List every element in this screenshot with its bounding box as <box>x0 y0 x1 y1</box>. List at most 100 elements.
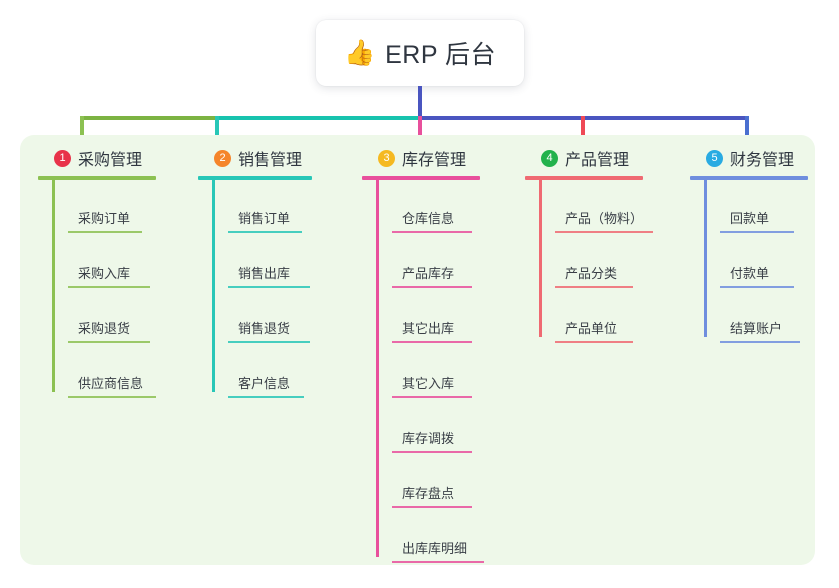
branch-items-4: 产品（物料） 产品分类产品单位 <box>539 180 675 345</box>
branch-item-underline <box>720 231 794 233</box>
branch-item[interactable]: 采购订单 <box>68 180 188 235</box>
branch-item-underline <box>228 231 302 233</box>
branch-item[interactable]: 其它出库 <box>392 290 512 345</box>
root-stem-connector <box>418 86 422 119</box>
branch-item-label: 库存调拨 <box>402 431 455 446</box>
branch-item-underline <box>392 341 472 343</box>
branch-item[interactable]: 付款单 <box>720 235 839 290</box>
branch-title-4: 产品管理 <box>565 152 630 169</box>
branch-item[interactable]: 供应商信息 <box>68 345 188 400</box>
branch-item-label: 采购入库 <box>78 266 131 281</box>
branch-spine-1 <box>52 180 55 392</box>
branch-item-label: 产品分类 <box>565 266 618 281</box>
branch-items-2: 销售订单销售出库销售退货客户信息 <box>212 180 348 400</box>
branch-item-label: 销售退货 <box>238 321 291 336</box>
branch-header-5[interactable]: 5 财务管理 <box>690 145 839 171</box>
branch-item-label: 产品（物料） <box>565 211 644 226</box>
branch-item-label: 供应商信息 <box>78 376 144 391</box>
branch-item[interactable]: 其它入库 <box>392 345 512 400</box>
branch-item-underline <box>392 451 472 453</box>
branch-item-underline <box>392 396 472 398</box>
branch-items-3: 仓库信息产品库存其它出库其它入库库存调拨库存盘点出库库明细 <box>376 180 512 565</box>
branch-item-label: 付款单 <box>730 266 770 281</box>
branch-item-label: 库存盘点 <box>402 486 455 501</box>
branch-item[interactable]: 产品库存 <box>392 235 512 290</box>
branch-item-label: 销售订单 <box>238 211 291 226</box>
branch-column-2[interactable]: 2 销售管理销售订单销售出库销售退货客户信息 <box>198 145 348 400</box>
branch-item-underline <box>68 286 150 288</box>
diagram-panel <box>20 135 815 565</box>
branch-underline-1 <box>38 176 156 180</box>
branch-badge-2: 2 <box>214 149 231 167</box>
branch-item[interactable]: 产品（物料） <box>555 180 675 235</box>
branch-items-1: 采购订单采购入库采购退货供应商信息 <box>52 180 188 400</box>
branch-column-5[interactable]: 5 财务管理回款单付款单结算账户 <box>690 145 839 345</box>
branch-spine-2 <box>212 180 215 392</box>
thumbs-up-icon: 👍 <box>343 38 376 67</box>
root-node-title: ERP 后台 <box>385 41 497 69</box>
branch-header-2[interactable]: 2 销售管理 <box>198 145 348 171</box>
branch-underline-3 <box>362 176 480 180</box>
branch-item-label: 其它入库 <box>402 376 455 391</box>
branch-spine-3 <box>376 180 379 557</box>
branch-item[interactable]: 库存盘点 <box>392 455 512 510</box>
branch-item-underline <box>392 561 484 563</box>
branch-badge-4: 4 <box>541 149 558 167</box>
root-node[interactable]: 👍 ERP 后台 <box>316 20 524 86</box>
branch-item-label: 回款单 <box>730 211 770 226</box>
branch-badge-1: 1 <box>54 149 71 167</box>
branch-item[interactable]: 销售订单 <box>228 180 348 235</box>
branch-underline-2 <box>198 176 312 180</box>
branch-item-underline <box>68 396 156 398</box>
branch-item-underline <box>720 341 800 343</box>
branch-title-2: 销售管理 <box>238 152 303 169</box>
branch-badge-5: 5 <box>706 149 723 167</box>
branch-item-label: 出库库明细 <box>402 541 468 556</box>
branch-item-label: 结算账户 <box>730 321 783 336</box>
branch-item-label: 采购退货 <box>78 321 131 336</box>
branch-item[interactable]: 出库库明细 <box>392 510 512 565</box>
branch-item-label: 产品库存 <box>402 266 455 281</box>
branch-underline-5 <box>690 176 808 180</box>
branch-item-label: 仓库信息 <box>402 211 455 226</box>
branch-item-underline <box>720 286 794 288</box>
branch-item[interactable]: 客户信息 <box>228 345 348 400</box>
branch-item[interactable]: 销售退货 <box>228 290 348 345</box>
branch-item-underline <box>555 286 633 288</box>
drop-connector-2 <box>215 116 219 146</box>
branch-item-underline <box>555 231 653 233</box>
branch-item-underline <box>555 341 633 343</box>
branch-item[interactable]: 结算账户 <box>720 290 839 345</box>
branch-underline-4 <box>525 176 643 180</box>
branch-title-5: 财务管理 <box>730 152 795 169</box>
branch-item[interactable]: 采购退货 <box>68 290 188 345</box>
branch-item-underline <box>392 506 472 508</box>
branch-badge-3: 3 <box>378 149 395 167</box>
branch-item-underline <box>68 341 150 343</box>
branch-item[interactable]: 产品分类 <box>555 235 675 290</box>
branch-spine-5 <box>704 180 707 337</box>
branch-spine-4 <box>539 180 542 337</box>
branch-item[interactable]: 库存调拨 <box>392 400 512 455</box>
branch-item-label: 销售出库 <box>238 266 291 281</box>
branch-item-label: 客户信息 <box>238 376 291 391</box>
branch-item[interactable]: 销售出库 <box>228 235 348 290</box>
branch-header-4[interactable]: 4 产品管理 <box>525 145 675 171</box>
branch-item-label: 其它出库 <box>402 321 455 336</box>
branch-item-label: 产品单位 <box>565 321 618 336</box>
drop-connector-5 <box>745 116 749 146</box>
branch-item-underline <box>392 286 472 288</box>
branch-item[interactable]: 采购入库 <box>68 235 188 290</box>
branch-item[interactable]: 仓库信息 <box>392 180 512 235</box>
branch-item-underline <box>228 286 310 288</box>
bus-segment-teal <box>216 116 420 120</box>
drop-connector-4 <box>581 116 585 146</box>
branch-column-4[interactable]: 4 产品管理产品（物料） 产品分类产品单位 <box>525 145 675 345</box>
branch-item[interactable]: 回款单 <box>720 180 839 235</box>
branch-item[interactable]: 产品单位 <box>555 290 675 345</box>
